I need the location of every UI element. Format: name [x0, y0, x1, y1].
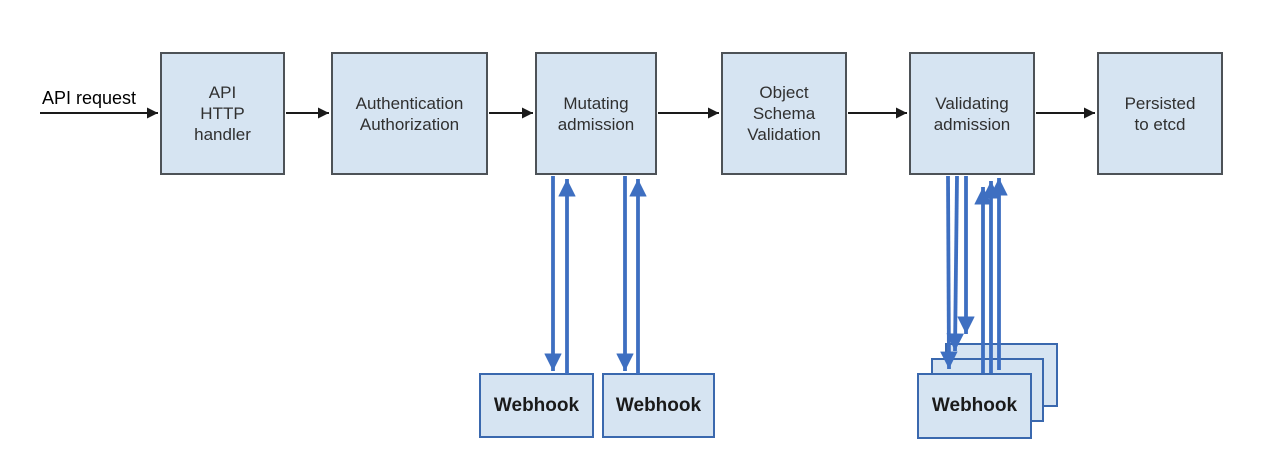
webhook-label: Webhook — [493, 394, 580, 416]
validating-webhook-call-arrow-down-2 — [946, 175, 964, 352]
api-request-label: API request — [42, 88, 137, 108]
webhook-label: Webhook — [615, 394, 702, 416]
node-label: API HTTP handler — [194, 83, 251, 144]
node-authentication-authorization: Authentication Authorization — [331, 52, 488, 175]
node-validating-admission: Validating admission — [909, 52, 1035, 175]
node-persisted-to-etcd: Persisted to etcd — [1097, 52, 1223, 175]
mutating-webhook-box-2: Webhook — [602, 373, 715, 438]
validating-webhook-call-arrow-down-3 — [940, 175, 958, 370]
node-object-schema-validation: Object Schema Validation — [721, 52, 847, 175]
node-label: Persisted to etcd — [1124, 93, 1196, 134]
node-label: Object Schema Validation — [747, 83, 821, 144]
node-label: Authentication Authorization — [355, 93, 464, 134]
node-mutating-admission: Mutating admission — [535, 52, 657, 175]
webhook-label: Webhook — [931, 395, 1018, 416]
node-label: Validating admission — [933, 93, 1011, 134]
node-label: Mutating admission — [557, 93, 635, 134]
mutating-webhook-box-1: Webhook — [479, 373, 594, 438]
node-api-http-handler: API HTTP handler — [160, 52, 285, 175]
validating-webhook-box-front: Webhook — [917, 373, 1032, 439]
